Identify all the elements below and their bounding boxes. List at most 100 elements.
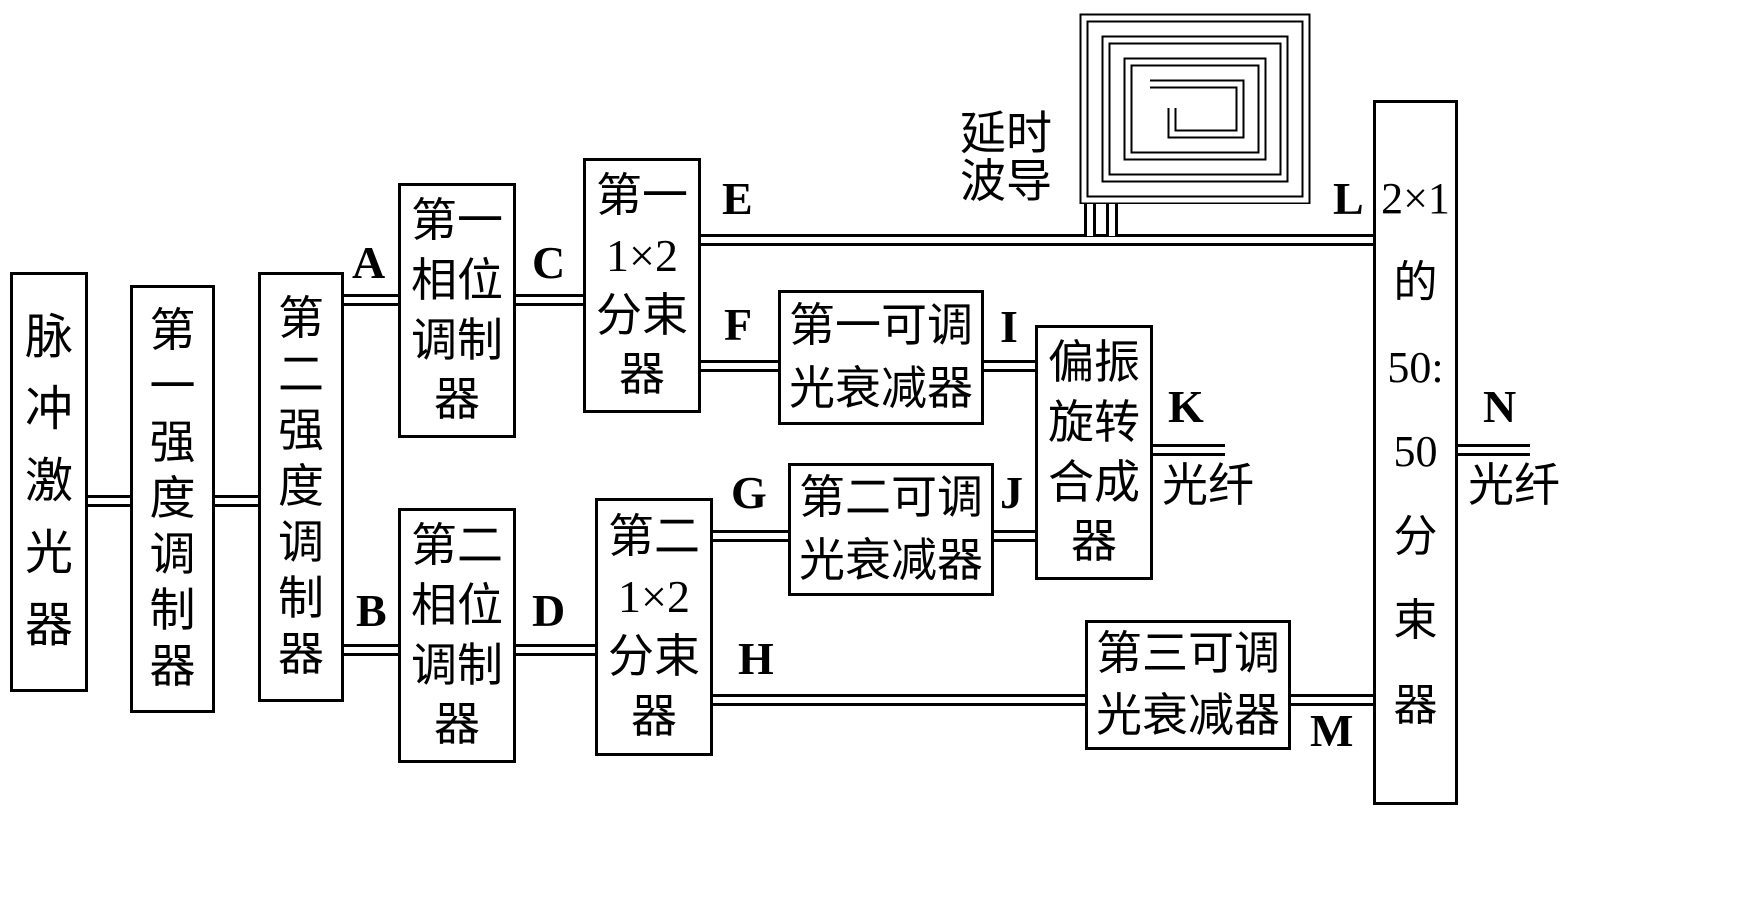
connector-b bbox=[344, 644, 398, 656]
box-attenuator-2: 第二可调 光衰减器 bbox=[788, 463, 994, 596]
box-splitter-1x2-second: 第二 1×2 分束 器 bbox=[595, 498, 713, 756]
connector-i bbox=[984, 360, 1035, 372]
point-label-i: I bbox=[1000, 301, 1018, 352]
connector-im1-im2 bbox=[215, 495, 258, 507]
point-label-a: A bbox=[352, 237, 386, 288]
box-label-line: 度 bbox=[278, 460, 324, 512]
box-label-line: 器 bbox=[434, 699, 480, 751]
delay-waveguide-label-line: 波导 bbox=[960, 156, 1052, 208]
connector-k-fiber bbox=[1153, 444, 1225, 456]
box-label-line: 制 bbox=[149, 585, 196, 637]
spiral-lead-1 bbox=[1084, 198, 1096, 236]
delay-waveguide-spiral bbox=[1079, 13, 1311, 204]
box-label-line: 强 bbox=[278, 404, 324, 456]
point-label-d: D bbox=[532, 585, 566, 636]
box-label-line: 强 bbox=[149, 416, 196, 468]
box-polarization-combiner: 偏振 旋转 合成 器 bbox=[1035, 325, 1153, 580]
box-label-line: 旋转 bbox=[1048, 396, 1140, 448]
box-label-line: 脉 bbox=[24, 311, 73, 364]
connector-d bbox=[516, 644, 595, 656]
connector-e bbox=[701, 234, 1373, 246]
box-label-line: 器 bbox=[1393, 680, 1438, 730]
connector-n-fiber bbox=[1458, 444, 1530, 456]
box-label-line: 二 bbox=[278, 348, 324, 400]
box-label-line: 相位 bbox=[411, 254, 503, 306]
box-label-line: 器 bbox=[1071, 516, 1117, 568]
box-label-line: 光衰减器 bbox=[1096, 690, 1280, 741]
box-label-line: 调 bbox=[149, 529, 196, 581]
box-label-line: 光衰减器 bbox=[789, 362, 973, 414]
box-intensity-modulator-1: 第 一 强 度 调 制 器 bbox=[130, 285, 215, 713]
box-label-line: 冲 bbox=[24, 383, 73, 436]
box-attenuator-1: 第一可调 光衰减器 bbox=[778, 290, 984, 425]
box-label-line: 偏振 bbox=[1048, 336, 1140, 388]
box-label-line: 1×2 bbox=[618, 571, 690, 623]
box-label-line: 第三可调 bbox=[1096, 627, 1280, 679]
delay-waveguide-label-line: 延时 bbox=[960, 108, 1052, 159]
box-label-line: 器 bbox=[619, 349, 665, 401]
box-label-line: 第 bbox=[278, 292, 324, 344]
point-label-j: J bbox=[1000, 467, 1023, 518]
box-phase-modulator-1: 第一 相位 调制 器 bbox=[398, 183, 516, 438]
box-label-line: 光衰减器 bbox=[799, 534, 983, 586]
connector-j bbox=[994, 530, 1035, 542]
connector-m bbox=[1291, 694, 1373, 706]
box-label-line: 第 bbox=[149, 304, 196, 356]
box-output-splitter-2x1: 2×1 的 50: 50 分 束 器 bbox=[1373, 100, 1458, 805]
box-label-line: 2×1 bbox=[1381, 173, 1450, 223]
box-label-line: 度 bbox=[149, 472, 196, 524]
box-label-line: 相位 bbox=[411, 579, 503, 631]
box-label-line: 器 bbox=[434, 374, 480, 426]
box-label-line: 调 bbox=[278, 517, 324, 569]
point-label-m: M bbox=[1310, 705, 1354, 756]
box-label-line: 1×2 bbox=[606, 229, 678, 281]
box-label-line: 50: bbox=[1387, 342, 1444, 392]
point-label-n: N bbox=[1483, 381, 1517, 432]
connector-c bbox=[516, 294, 583, 306]
fiber-label-n: 光纤 bbox=[1468, 460, 1560, 511]
point-label-l: L bbox=[1333, 173, 1364, 224]
point-label-e: E bbox=[722, 173, 753, 224]
point-label-b: B bbox=[356, 585, 387, 636]
box-label-line: 激 bbox=[24, 455, 73, 508]
connector-laser-im1 bbox=[88, 495, 130, 507]
box-intensity-modulator-2: 第 二 强 度 调 制 器 bbox=[258, 272, 344, 702]
box-label-line: 的 bbox=[1393, 258, 1438, 308]
box-label-line: 第一可调 bbox=[789, 300, 973, 352]
box-label-line: 50 bbox=[1393, 427, 1438, 477]
box-pulse-laser: 脉 冲 激 光 器 bbox=[10, 272, 88, 692]
box-label-line: 调制 bbox=[411, 639, 503, 691]
point-label-k: K bbox=[1168, 381, 1204, 432]
box-label-line: 第一 bbox=[596, 169, 688, 221]
fiber-label-k: 光纤 bbox=[1162, 460, 1254, 511]
delay-waveguide-label: 延时 波导 bbox=[944, 108, 1068, 208]
point-label-f: F bbox=[724, 299, 753, 350]
box-label-line: 分束 bbox=[608, 631, 700, 682]
box-label-line: 制 bbox=[278, 573, 324, 625]
point-label-g: G bbox=[731, 467, 767, 518]
point-label-c: C bbox=[532, 237, 566, 288]
box-label-line: 分束 bbox=[596, 289, 688, 341]
box-label-line: 第二 bbox=[411, 519, 503, 571]
box-label-line: 光 bbox=[24, 527, 73, 580]
point-label-h: H bbox=[738, 633, 774, 684]
box-label-line: 合成 bbox=[1048, 456, 1140, 508]
box-label-line: 一 bbox=[149, 360, 196, 412]
box-label-line: 器 bbox=[278, 629, 324, 681]
box-attenuator-3: 第三可调 光衰减器 bbox=[1085, 620, 1291, 750]
box-label-line: 束 bbox=[1393, 596, 1438, 646]
box-splitter-1x2-first: 第一 1×2 分束 器 bbox=[583, 158, 701, 413]
box-label-line: 第二可调 bbox=[799, 472, 983, 524]
box-label-line: 分 bbox=[1393, 511, 1438, 561]
connector-h bbox=[713, 694, 1085, 706]
connector-f bbox=[701, 360, 778, 372]
spiral-lead-2 bbox=[1106, 198, 1118, 236]
box-label-line: 第一 bbox=[411, 194, 503, 246]
box-label-line: 调制 bbox=[411, 314, 503, 366]
box-label-line: 第二 bbox=[608, 511, 700, 563]
box-label-line: 器 bbox=[24, 599, 73, 652]
box-phase-modulator-2: 第二 相位 调制 器 bbox=[398, 508, 516, 763]
connector-g bbox=[713, 530, 788, 542]
connector-a bbox=[344, 294, 398, 306]
